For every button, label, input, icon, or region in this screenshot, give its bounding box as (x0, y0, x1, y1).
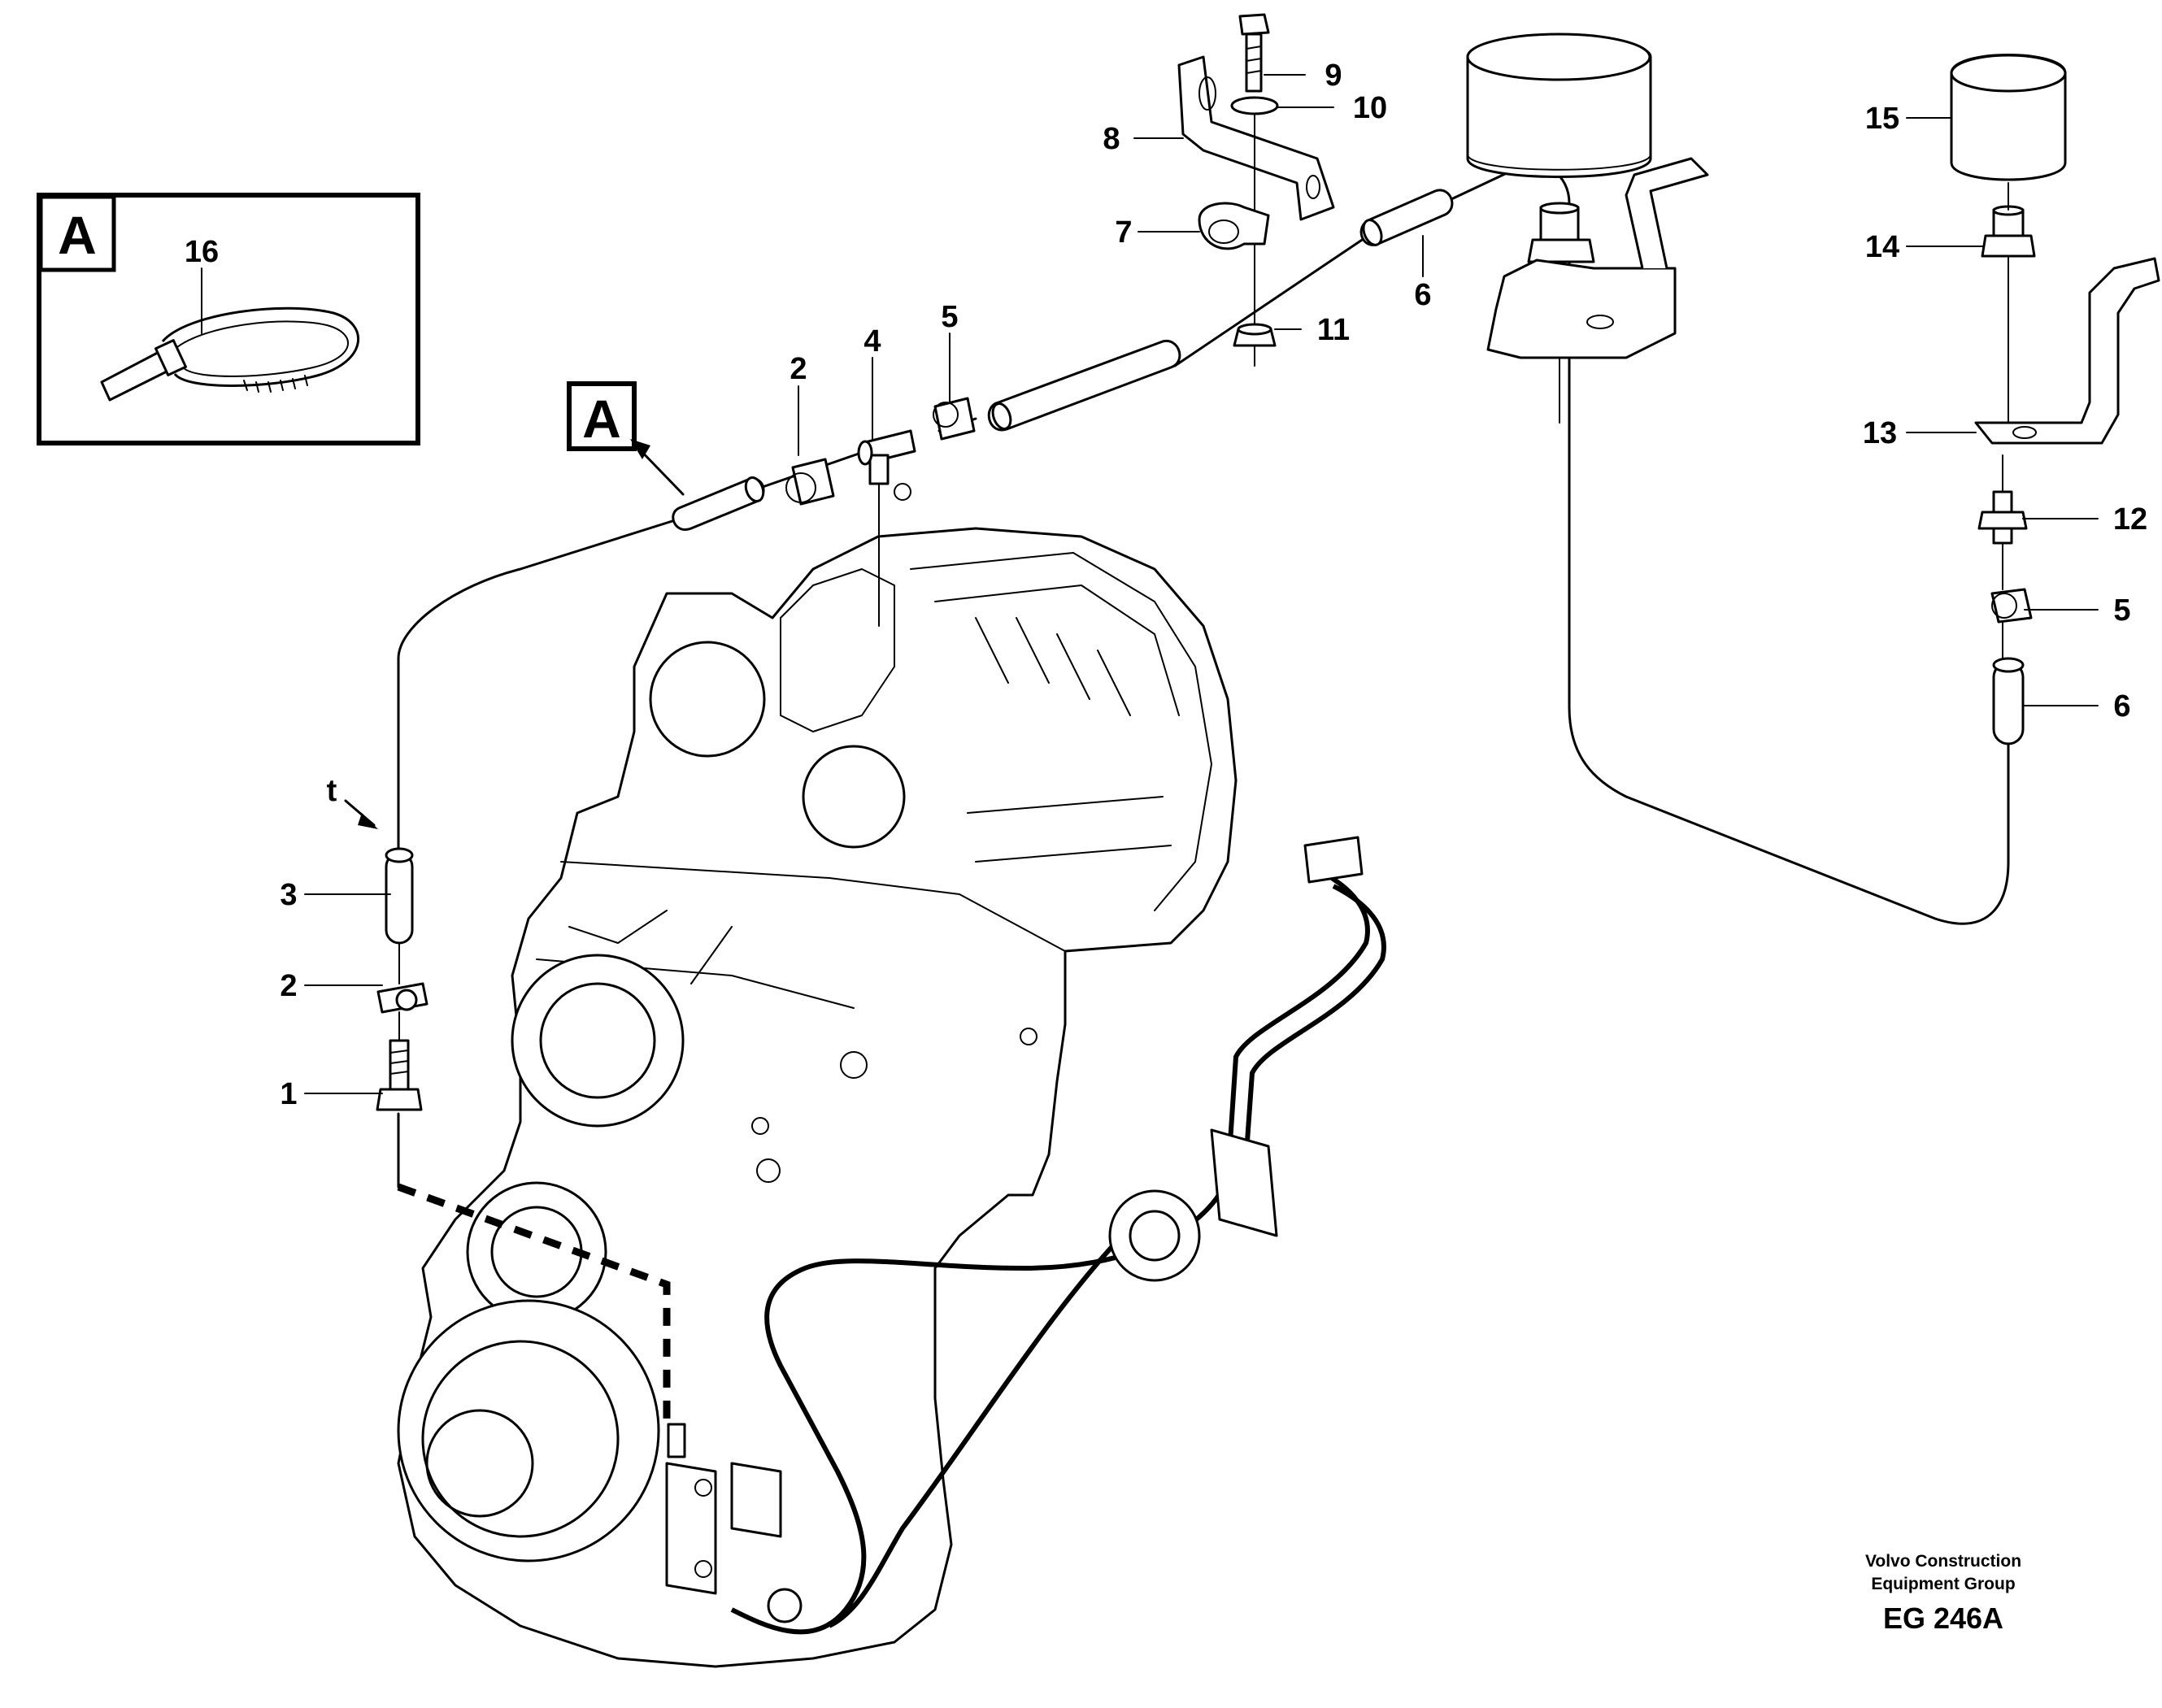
long-hose (987, 340, 1181, 432)
callout-4: 4 (863, 324, 881, 359)
transmission-housing (397, 483, 1238, 1668)
footer: Volvo Construction Equipment Group EG 24… (1865, 1552, 2021, 1635)
clamp-7 (1198, 202, 1270, 250)
callout-12: 12 (2113, 502, 2147, 537)
bracket-13 (1486, 157, 1709, 359)
callout-9: 9 (1325, 59, 1342, 93)
callout-10: 10 (1353, 91, 1387, 125)
callout-11: 11 (1317, 313, 1350, 347)
hose-sleeve-upper-left (672, 476, 765, 531)
hose-6-right (1992, 657, 2025, 745)
hidden-hose-route (397, 1183, 671, 1423)
detail-box-a: A (37, 193, 420, 445)
hose-6-upper (1359, 189, 1454, 246)
fitting-14 (1527, 202, 1595, 263)
figure-code: EG 246A (1883, 1602, 2003, 1635)
callout-6-right: 6 (2113, 689, 2130, 724)
filter-stack-right: 15 14 (1865, 54, 2067, 424)
oil-pipe-assembly (665, 836, 1386, 1635)
cable-tie-icon (100, 306, 360, 402)
tee-fitting-4 (857, 429, 916, 485)
callout-5-upper: 5 (941, 300, 958, 334)
callout-1: 1 (280, 1077, 297, 1111)
fitting-12 (1977, 490, 2028, 545)
publisher-line-2: Equipment Group (1871, 1575, 2015, 1593)
breather-filter-15 (1466, 33, 1652, 178)
callout-13: 13 (1863, 416, 1897, 450)
callout-8: 8 (1103, 122, 1120, 156)
callout-5-right: 5 (2113, 593, 2130, 628)
bolt-9 (1238, 13, 1270, 93)
view-arrow-t: t (327, 774, 378, 829)
callout-2-upper: 2 (790, 352, 807, 386)
callout-3: 3 (280, 878, 297, 912)
detail-marker-a-letter: A (582, 389, 621, 449)
washer-10 (1230, 96, 1279, 115)
detail-box-a-letter: A (58, 205, 97, 265)
detail-marker-a: A (567, 381, 685, 496)
callout-7: 7 (1115, 215, 1132, 250)
clamp-5-right (1990, 588, 2033, 624)
clamp-2-lower (376, 982, 428, 1014)
callout-2-lower: 2 (280, 969, 297, 1003)
view-marker-t: t (327, 774, 337, 808)
publisher-line-1: Volvo Construction (1865, 1552, 2021, 1571)
bracket-13-right (1974, 257, 2160, 445)
clamp-5-upper (933, 397, 976, 441)
callout-16: 16 (185, 235, 219, 269)
callout-15: 15 (1865, 102, 1899, 136)
callout-6-upper: 6 (1414, 278, 1431, 312)
hose-3 (385, 847, 414, 945)
callouts: 3 2 1 2 4 5 6 7 8 9 10 11 12 13 5 6 (280, 59, 2147, 1111)
bracket-8 (1177, 55, 1335, 221)
callout-14: 14 (1865, 230, 1899, 264)
clamp-2-upper (785, 458, 835, 506)
fitting-1 (376, 1039, 423, 1111)
